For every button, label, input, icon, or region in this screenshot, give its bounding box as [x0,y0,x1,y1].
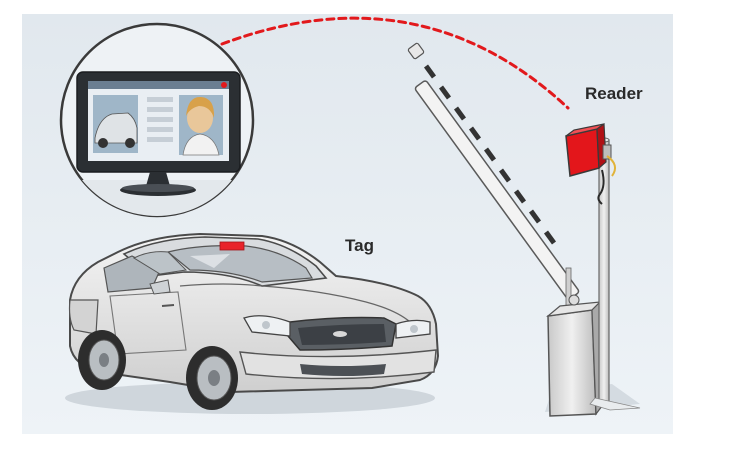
monitor-bubble [59,22,255,218]
tag-label: Tag [345,236,374,255]
rfid-reader-icon [565,122,617,205]
reader-label: Reader [585,84,643,103]
car-wheel-rear [78,330,126,390]
monitor-icon [76,71,241,196]
car-wheel-front [186,346,238,410]
wireless-signal-link [220,16,570,110]
boom-barrier-icon [407,42,640,417]
rfid-tag-icon [219,241,245,251]
car-icon [65,232,440,414]
